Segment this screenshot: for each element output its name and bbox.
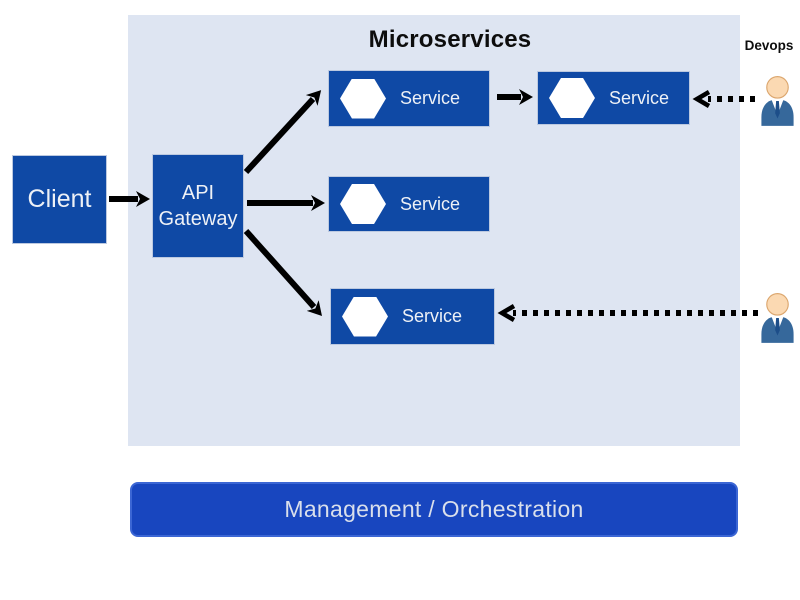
client-label: Client — [27, 185, 92, 213]
service-node-2: Service — [537, 71, 690, 125]
diagram-title: Microservices — [368, 26, 532, 53]
hexagon-icon — [549, 78, 595, 118]
api-gateway-label: API Gateway — [158, 182, 238, 230]
person-icon — [761, 293, 794, 343]
service-label: Service — [402, 306, 463, 326]
client-node: Client — [12, 155, 107, 244]
management-label: Management / Orchestration — [284, 496, 584, 522]
management-orchestration-bar: Management / Orchestration — [130, 482, 738, 537]
person-icon — [761, 76, 794, 126]
devops-label: Devops — [744, 38, 794, 53]
service-label: Service — [400, 193, 461, 214]
hexagon-icon — [340, 184, 386, 224]
hexagon-icon — [342, 296, 388, 337]
service-label: Service — [609, 87, 670, 108]
service-node-4: Service — [330, 288, 495, 345]
service-node-1: Service — [328, 70, 490, 127]
service-node-3: Service — [328, 176, 490, 232]
service-label: Service — [400, 88, 461, 108]
hexagon-icon — [340, 78, 386, 119]
api-gateway-node: API Gateway — [152, 154, 244, 258]
